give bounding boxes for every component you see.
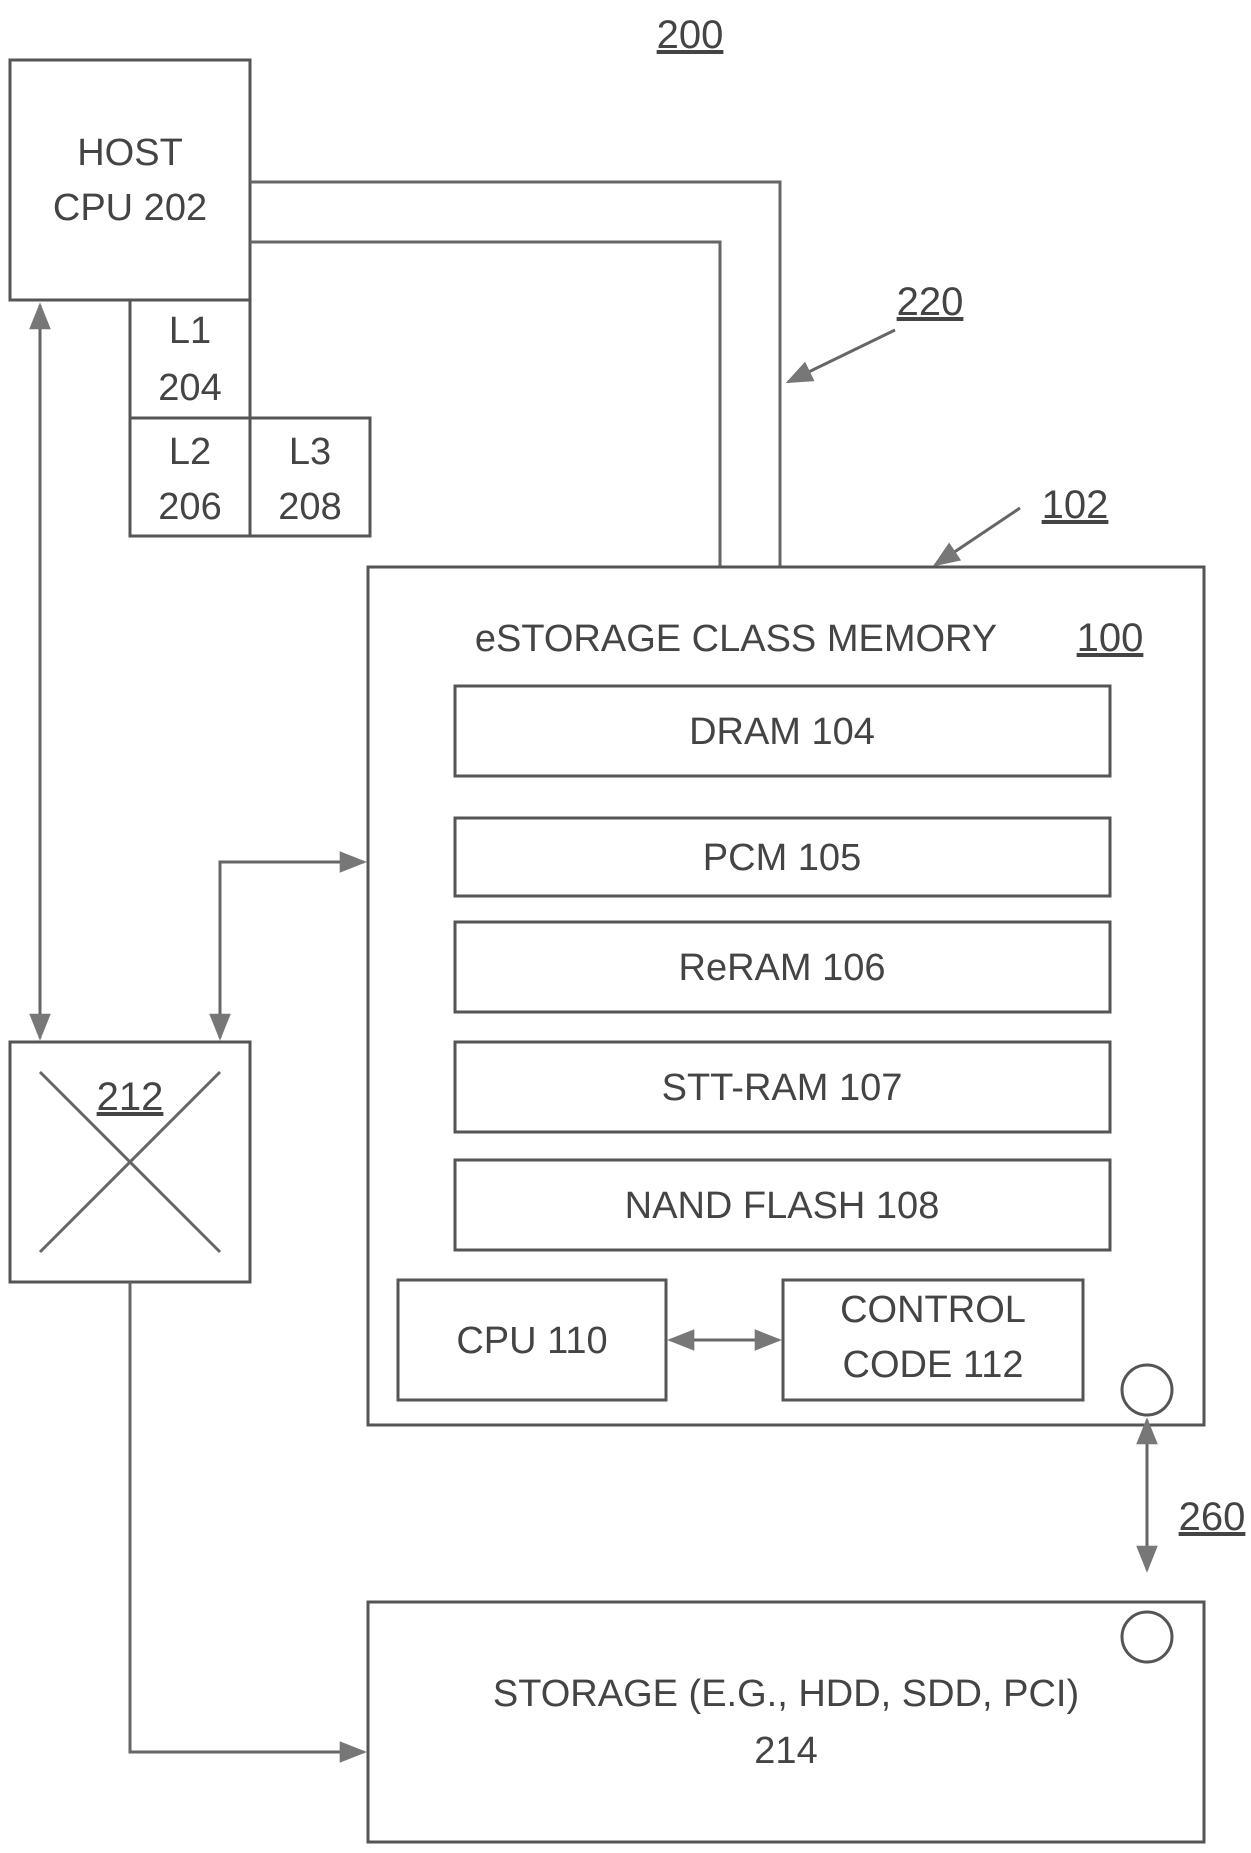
l2-cache-name: L2: [169, 431, 211, 473]
l1-cache-name: L1: [169, 310, 211, 352]
bus-ref: 220: [897, 280, 964, 324]
scm-port-circle: [1122, 1365, 1172, 1415]
host-cpu-box: [10, 60, 250, 300]
host-label: HOST: [77, 132, 183, 174]
scm-cpu-label: CPU 110: [456, 1320, 607, 1362]
module-nand-label: NAND FLASH 108: [625, 1185, 940, 1227]
figure-number: 200: [657, 13, 724, 57]
switch-scm-arrow: [220, 862, 364, 1038]
storage-port-circle: [1122, 1612, 1172, 1662]
l3-cache-name: L3: [289, 431, 331, 473]
storage-ref: 214: [754, 1730, 817, 1772]
storage-box: [368, 1602, 1204, 1842]
l1-cache-ref: 204: [158, 367, 221, 409]
l3-cache-ref: 208: [278, 486, 341, 528]
scm-pointer-arrow: [935, 508, 1020, 565]
scm-title: eSTORAGE CLASS MEMORY: [475, 618, 997, 660]
l2-cache-ref: 206: [158, 486, 221, 528]
switch-storage-arrow: [130, 1282, 364, 1752]
module-reram-label: ReRAM 106: [679, 947, 886, 989]
scm-pointer-ref: 102: [1042, 483, 1109, 527]
switch-ref: 212: [97, 1075, 164, 1119]
storage-label: STORAGE (E.G., HDD, SDD, PCI): [493, 1673, 1079, 1715]
module-dram-label: DRAM 104: [689, 711, 875, 753]
bus-pointer-arrow: [788, 330, 895, 382]
scm-title-ref: 100: [1077, 616, 1144, 660]
link-ref: 260: [1179, 1495, 1246, 1539]
control-code-line2: CODE 112: [843, 1344, 1024, 1386]
control-code-line1: CONTROL: [840, 1289, 1026, 1331]
module-pcm-label: PCM 105: [703, 837, 861, 879]
host-cpu-label: CPU 202: [53, 187, 207, 229]
module-sttram-label: STT-RAM 107: [662, 1067, 903, 1109]
